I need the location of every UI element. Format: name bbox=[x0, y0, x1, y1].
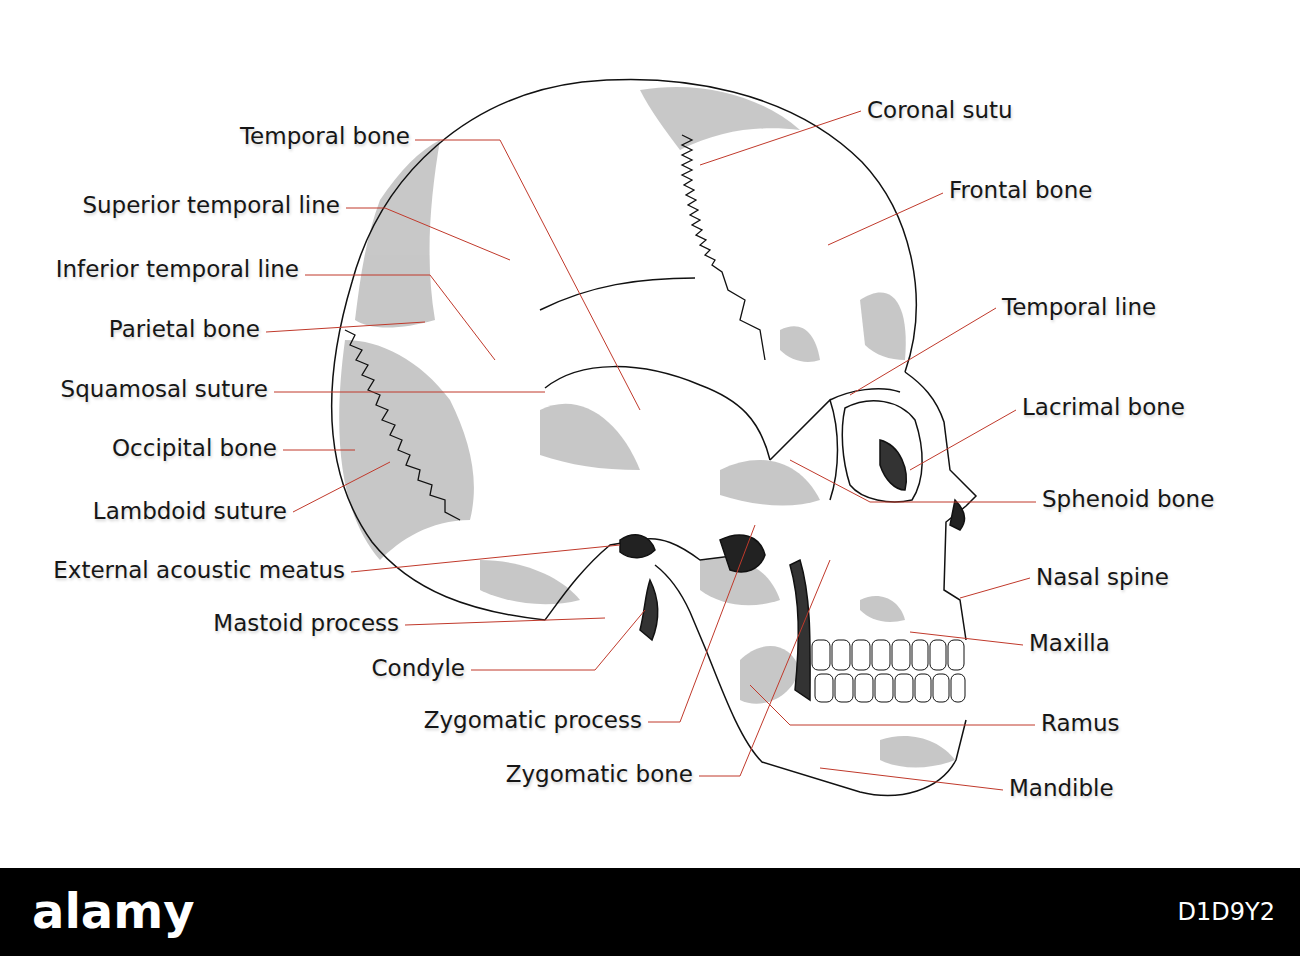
part-label: Nasal spine bbox=[1036, 564, 1169, 592]
part-label: Coronal sutu bbox=[867, 97, 1013, 125]
part-label: Condyle bbox=[372, 655, 465, 683]
watermark-bar bbox=[0, 868, 1300, 956]
part-label: Lambdoid suture bbox=[93, 498, 287, 526]
part-label: Temporal bone bbox=[240, 123, 410, 151]
part-label: Lacrimal bone bbox=[1022, 394, 1185, 422]
watermark-logo: alamy bbox=[32, 883, 195, 941]
part-label: Ramus bbox=[1041, 710, 1120, 738]
part-label: Frontal bone bbox=[949, 177, 1092, 205]
part-label: Mandible bbox=[1009, 775, 1114, 803]
part-label: Occipital bone bbox=[112, 435, 277, 463]
skull-illustration bbox=[0, 0, 1300, 868]
part-label: Mastoid process bbox=[213, 610, 399, 638]
part-label: Squamosal suture bbox=[61, 376, 268, 404]
part-label: Zygomatic bone bbox=[506, 761, 693, 789]
part-label: Maxilla bbox=[1029, 630, 1110, 658]
part-label: Inferior temporal line bbox=[56, 256, 299, 284]
part-label: Superior temporal line bbox=[82, 192, 340, 220]
part-label: External acoustic meatus bbox=[53, 557, 345, 585]
part-label: Sphenoid bone bbox=[1042, 486, 1214, 514]
part-label: Parietal bone bbox=[109, 316, 260, 344]
part-label: Temporal line bbox=[1002, 294, 1156, 322]
image-id: D1D9Y2 bbox=[1178, 898, 1275, 927]
part-label: Zygomatic process bbox=[424, 707, 642, 735]
